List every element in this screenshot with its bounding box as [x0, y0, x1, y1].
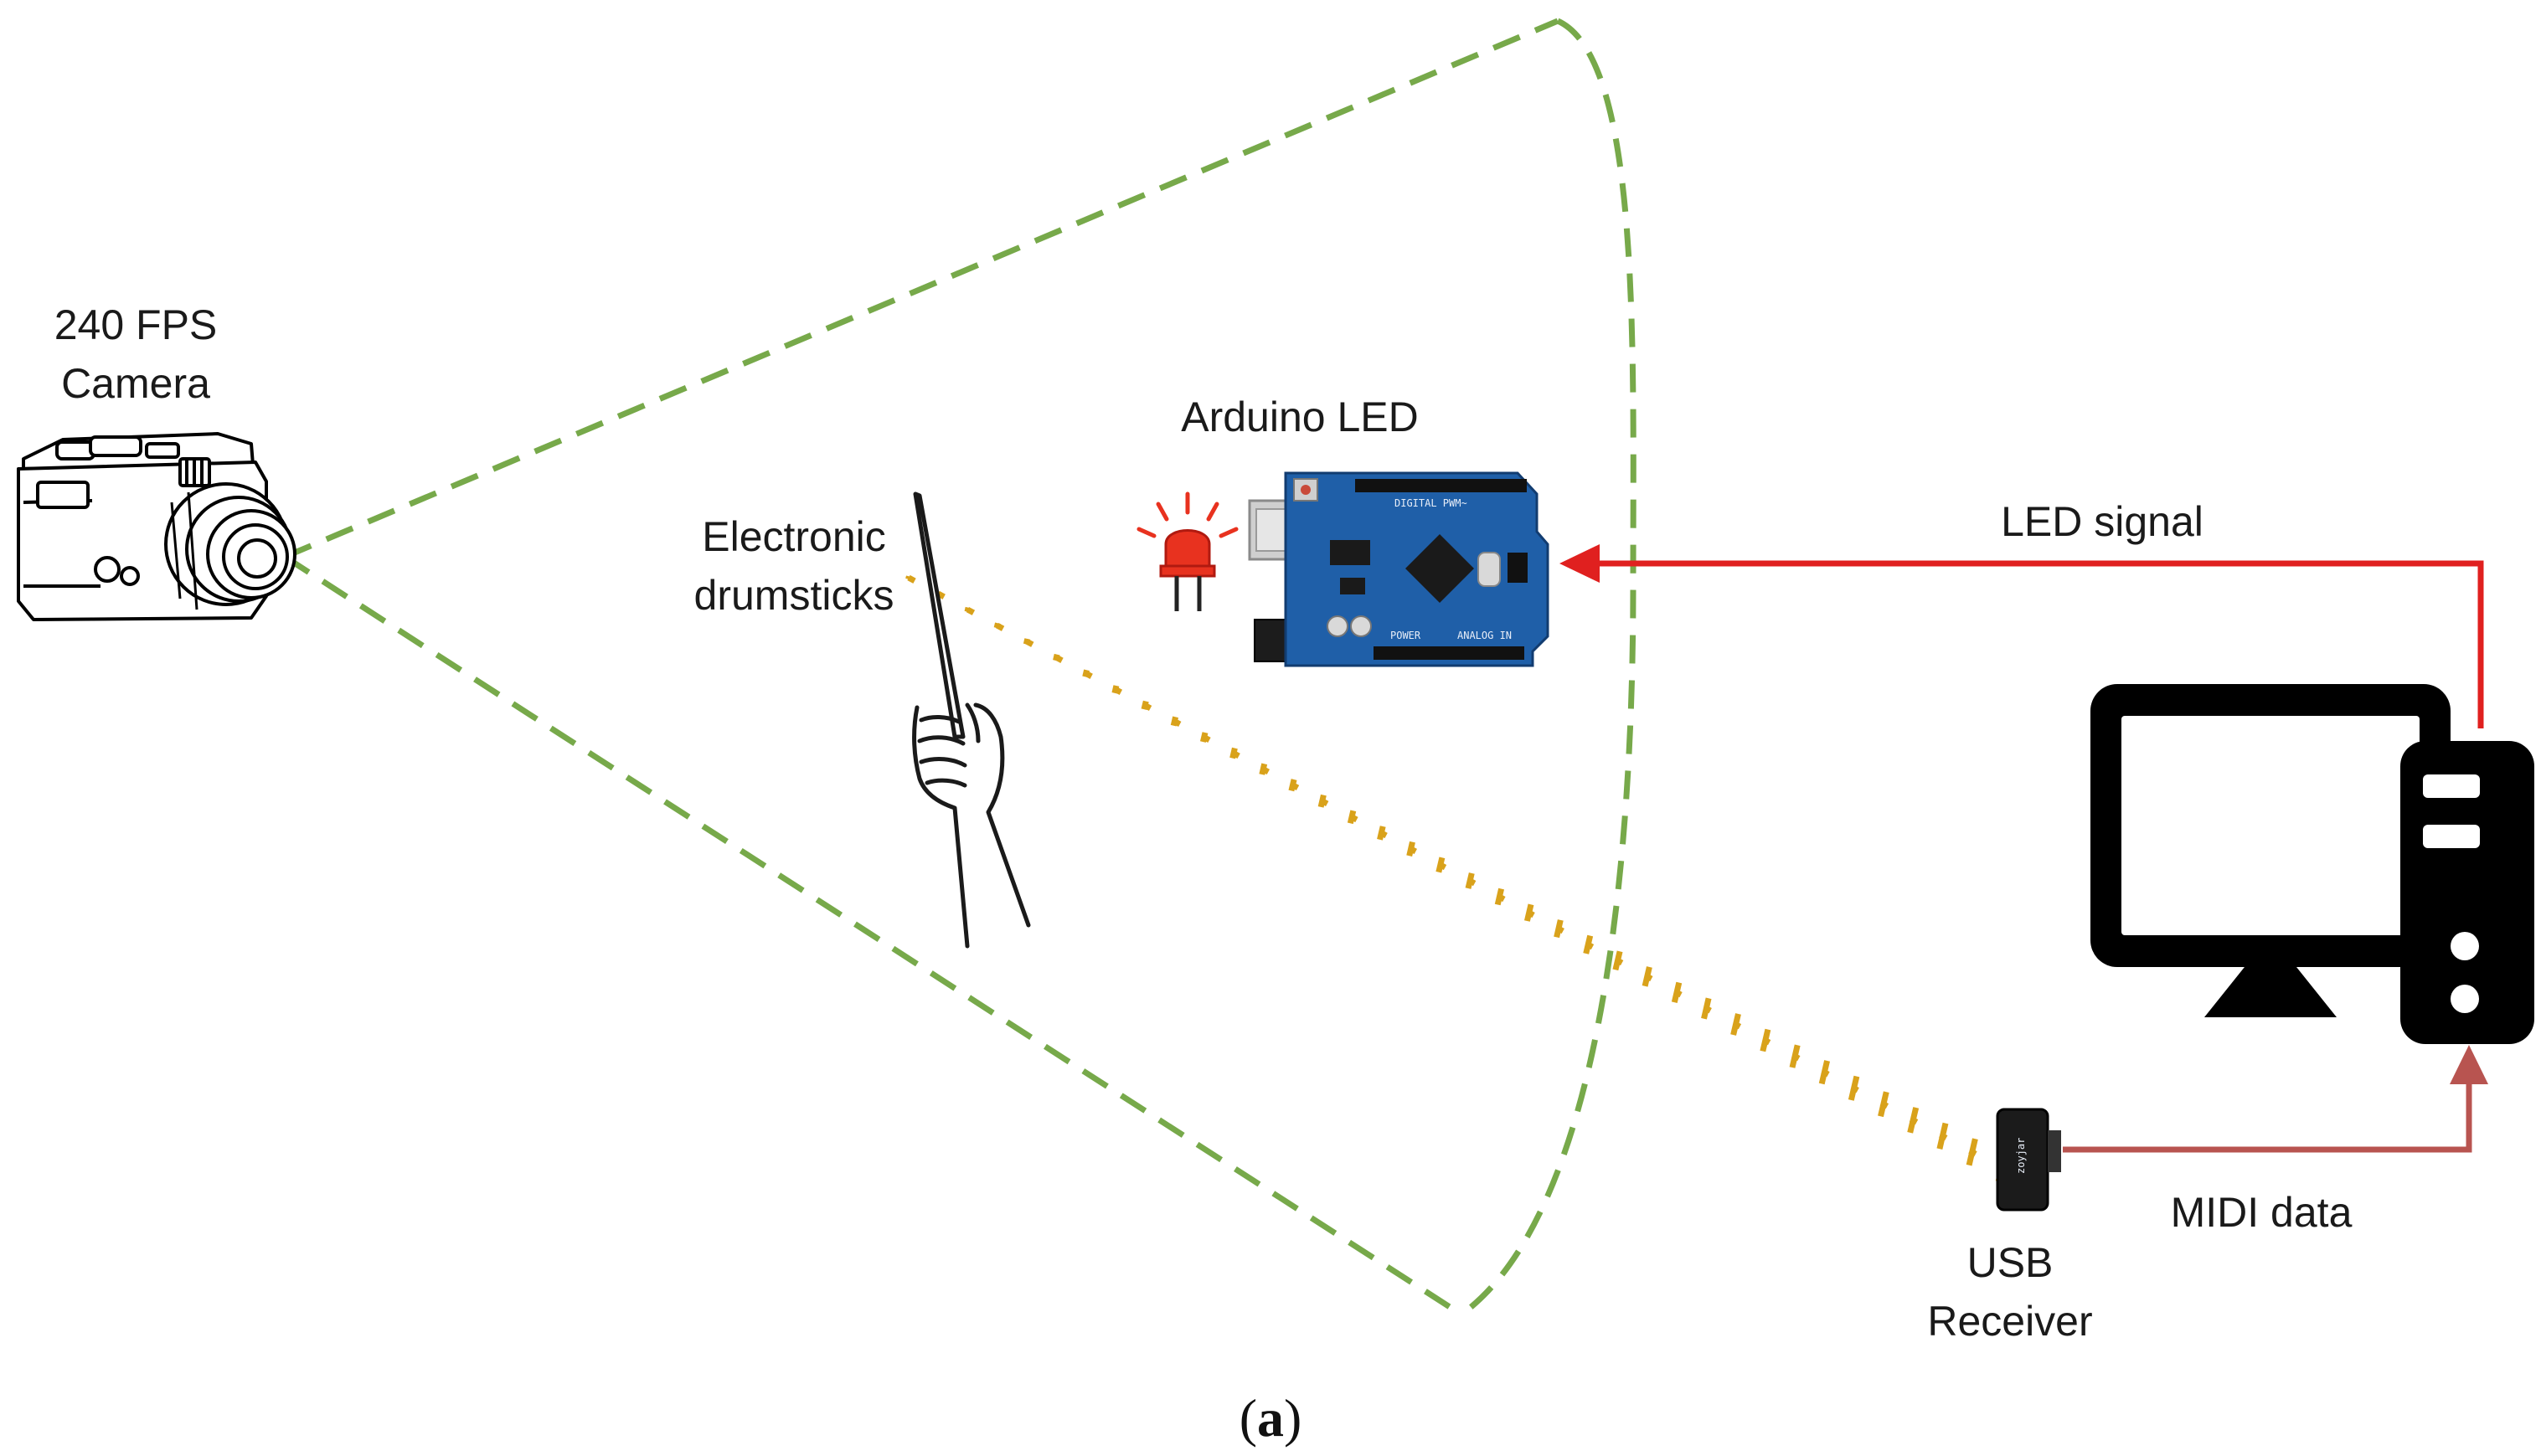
drumsticks-label-line1: Electronic — [702, 513, 886, 560]
camera-label-line1: 240 FPS — [54, 301, 218, 348]
arduino-label: Arduino LED — [1181, 394, 1419, 440]
wireless-signal-tick — [1730, 1013, 1741, 1036]
wireless-signal-tick — [1317, 794, 1327, 808]
fov-lower-edge — [283, 554, 1463, 1317]
svg-text:DIGITAL PWM~: DIGITAL PWM~ — [1394, 497, 1467, 509]
figure-caption: (a) — [1240, 1388, 1302, 1448]
wireless-signal-tick — [1199, 732, 1209, 743]
wireless-signal-tick — [1377, 826, 1386, 841]
fov-arc — [1459, 18, 1636, 1317]
wireless-signal-tick — [1406, 841, 1415, 857]
camera-field-of-view — [283, 18, 1636, 1317]
wireless-signal-tick — [1878, 1091, 1889, 1118]
led-signal-arrow — [1559, 544, 2484, 728]
wireless-signal-tick — [1671, 981, 1683, 1003]
wireless-signal-tick — [1789, 1044, 1801, 1068]
fov-upper-edge — [283, 18, 1559, 560]
wireless-signal-tick — [1760, 1028, 1771, 1052]
wireless-signal-line — [907, 574, 2003, 1171]
wireless-signal-tick — [1170, 716, 1179, 727]
arduino-board-icon: DIGITAL PWM~ ANALOG IN POWER — [1248, 471, 1549, 667]
led-icon — [1136, 491, 1239, 611]
wireless-signal-tick — [1141, 700, 1149, 711]
wireless-signal-tick — [1612, 950, 1623, 971]
wireless-signal-tick — [1347, 810, 1357, 825]
wireless-signal-tick — [1465, 872, 1475, 889]
usb-receiver-label-line2: Receiver — [1927, 1298, 2092, 1345]
wireless-signal-tick — [1554, 919, 1564, 939]
caption-open-paren: ( — [1240, 1388, 1257, 1448]
camera-label-line2: Camera — [61, 360, 210, 407]
desktop-computer-icon — [2090, 684, 2534, 1044]
midi-data-label: MIDI data — [2171, 1189, 2353, 1236]
wireless-signal-tick — [1111, 685, 1120, 694]
wireless-signal-tick — [1494, 887, 1505, 906]
wireless-signal-tick — [964, 606, 972, 613]
wireless-signal-tick — [1053, 653, 1060, 661]
wireless-signal-tick — [1523, 903, 1534, 922]
camera-icon — [17, 432, 296, 621]
wireless-signal-tick — [1701, 997, 1712, 1020]
led-signal-label: LED signal — [2001, 498, 2203, 545]
wireless-signal-ticks — [905, 575, 2008, 1182]
wireless-signal-tick — [905, 575, 912, 580]
wireless-signal-tick — [1288, 779, 1297, 792]
caption-letter: a — [1257, 1388, 1284, 1448]
usb-receiver-icon: zoyjar — [1996, 1108, 2061, 1212]
wireless-signal-tick — [1023, 638, 1031, 646]
wireless-signal-tick — [1229, 747, 1238, 759]
wireless-signal-tick — [1936, 1122, 1949, 1150]
wireless-signal-tick — [1907, 1107, 1920, 1134]
wireless-signal-tick — [1818, 1060, 1831, 1085]
drumstick-hand-icon — [912, 491, 1031, 949]
wireless-signal-tick — [1259, 763, 1268, 775]
usb-receiver-label-line1: USB — [1967, 1239, 2054, 1286]
drumsticks-label-line2: drumsticks — [694, 572, 894, 619]
svg-text:POWER: POWER — [1390, 630, 1421, 641]
wireless-signal-tick — [1642, 966, 1652, 987]
wireless-signal-tick — [1435, 857, 1446, 873]
wireless-signal-tick — [1082, 669, 1090, 678]
midi-data-arrow — [2063, 1045, 2488, 1153]
caption-close-paren: ) — [1284, 1388, 1301, 1448]
svg-text:zoyjar: zoyjar — [2015, 1138, 2027, 1174]
wireless-signal-tick — [1966, 1138, 1978, 1166]
wireless-signal-tick — [1848, 1075, 1860, 1101]
svg-text:ANALOG IN: ANALOG IN — [1457, 630, 1512, 641]
wireless-signal-tick — [1583, 934, 1594, 954]
